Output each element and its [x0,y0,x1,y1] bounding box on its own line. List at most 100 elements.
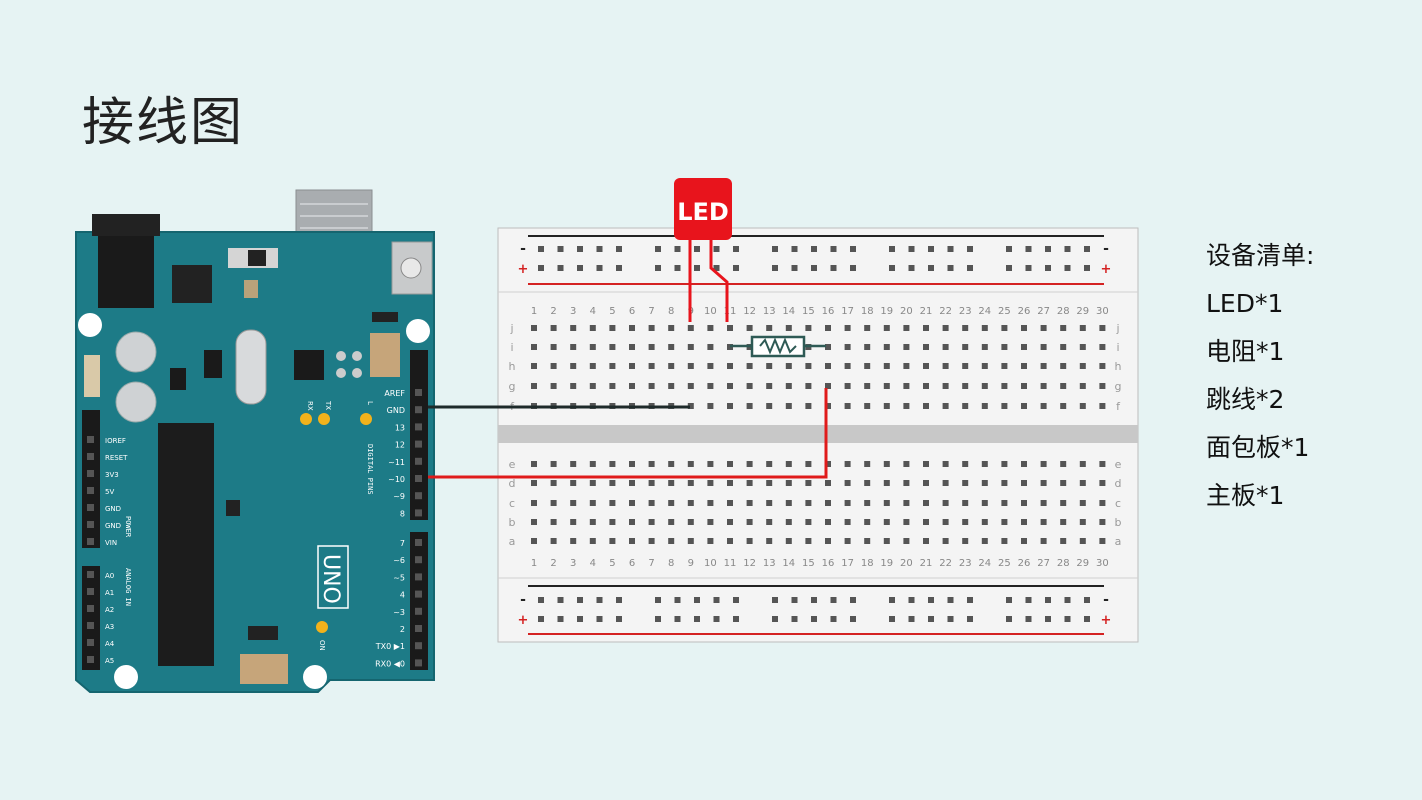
breadboard-hole [1079,500,1086,506]
rail-hole [596,265,603,271]
breadboard-hole [981,363,988,369]
analog-pin-label: A2 [105,606,114,614]
breadboard-hole [962,363,969,369]
column-number: 14 [782,558,795,569]
breadboard-hole [1040,461,1047,467]
breadboard-hole [883,519,890,525]
rail-hole [616,597,622,603]
rail-hole [1045,616,1051,622]
led-label: LED [677,198,729,226]
breadboard-hole [1040,500,1047,506]
rail-hole [830,265,837,271]
column-number: 13 [763,558,776,569]
breadboard-hole [766,538,773,544]
breadboard-hole [648,538,655,544]
breadboard-hole [707,403,714,409]
digital-pin-label: 4 [400,591,405,600]
rail-hole [733,597,739,603]
breadboard-hole [609,325,616,331]
digital-pin-label: ~10 [388,475,405,484]
breadboard-hole [1060,480,1067,486]
breadboard-hole [570,519,577,525]
column-number: 25 [998,558,1011,569]
breadboard-hole [668,538,675,544]
l-label: L [366,401,374,405]
reset-button [400,257,422,279]
rail-hole [655,616,661,622]
breadboard-hole [687,519,694,525]
breadboard-hole [687,363,694,369]
breadboard-hole [883,325,890,331]
header-pin [87,487,94,494]
rail-hole [811,246,817,252]
analog-pin-label: A3 [105,623,114,631]
breadboard-hole [981,325,988,331]
breadboard-hole [903,325,910,331]
rail-hole [733,246,739,252]
column-number: 20 [900,558,913,569]
breadboard-hole [766,325,773,331]
header-pin [415,590,422,598]
breadboard-hole [746,363,753,369]
breadboard-hole [1060,500,1067,506]
digital-pin-label: 13 [395,423,405,432]
rail-minus-sign: - [1103,592,1109,608]
breadboard-hole [1001,480,1008,486]
breadboard-hole [668,519,675,525]
rail-hole [947,616,954,622]
analog-pin-label: A4 [105,640,115,648]
row-letter: d [1115,477,1122,490]
column-number: 8 [668,558,674,569]
breadboard-hole [727,363,733,369]
breadboard-hole [531,480,537,486]
breadboard-hole [707,344,714,350]
breadboard-hole [1001,538,1008,544]
rail-hole [967,597,973,603]
breadboard-hole [1079,403,1086,409]
breadboard-hole [589,480,596,486]
breadboard-hole [825,363,831,369]
rail-hole [967,246,973,252]
rail-hole [947,246,954,252]
column-number: 7 [648,558,654,569]
breadboard-hole [825,383,831,389]
header-pin [87,622,94,629]
breadboard-hole [531,325,537,331]
rail-hole [616,265,622,271]
rail-hole [674,265,681,271]
breadboard-hole [1021,500,1027,506]
row-letter: a [509,535,516,548]
breadboard-hole [570,480,577,486]
breadboard-hole [805,519,812,525]
breadboard-hole [531,383,537,389]
rail-hole [596,616,603,622]
breadboard-hole [1060,538,1067,544]
breadboard-hole [864,383,871,389]
breadboard-hole [1021,480,1027,486]
breadboard-hole [825,325,831,331]
rail-plus-sign: + [518,613,529,628]
row-letter: h [1115,360,1122,373]
header-pin [415,406,422,414]
header-pin [415,539,422,546]
breadboard-hole [1021,383,1027,389]
digital-pin-label: TX0 ▶1 [375,642,405,651]
breadboard-hole [648,325,655,331]
breadboard-hole [629,325,635,331]
power-header [82,410,100,548]
rail-hole [713,265,720,271]
power-pin-label: GND [105,505,121,513]
breadboard-hole [766,383,773,389]
breadboard-hole [570,383,577,389]
breadboard-hole [1021,403,1027,409]
breadboard-hole [1079,480,1086,486]
breadboard-hole [903,480,910,486]
rail-hole [674,597,681,603]
breadboard-hole [609,538,616,544]
column-number: 29 [1076,558,1089,569]
power-pin-label: RESET [105,454,128,462]
breadboard-hole [589,461,596,467]
breadboard-hole [785,461,792,467]
analog-pin-label: A0 [105,572,114,580]
